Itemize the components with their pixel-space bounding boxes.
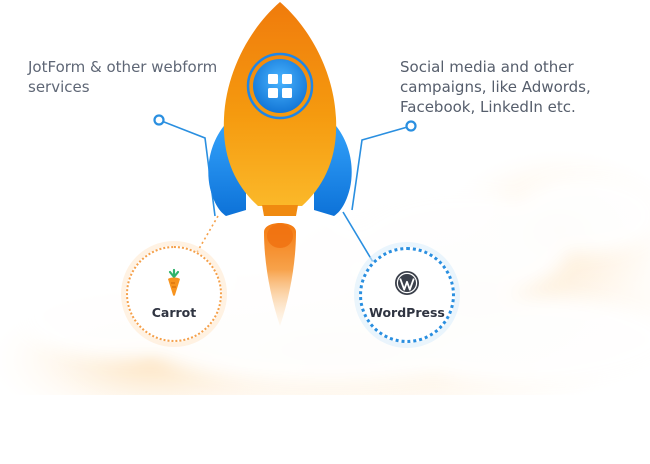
rocket-emblem-ring <box>246 52 314 120</box>
connector-dot-right <box>405 120 417 132</box>
rocket <box>208 2 352 326</box>
social-campaigns-label: Social media and other campaigns, like A… <box>400 58 591 116</box>
rocket-emblem <box>253 59 307 113</box>
carrot-badge: Carrot <box>126 246 222 342</box>
carrot-icon <box>164 268 184 300</box>
rocket-flame <box>264 223 296 326</box>
connector-wordpress <box>342 211 374 263</box>
wordpress-name: WordPress <box>369 305 445 320</box>
connector-carrot <box>195 215 219 255</box>
rocket-nozzle <box>262 205 298 216</box>
connector-left <box>158 119 216 217</box>
carrot-name: Carrot <box>151 305 197 320</box>
connector-right <box>351 125 412 211</box>
wordpress-icon <box>394 270 420 300</box>
wordpress-badge: WordPress <box>359 247 455 343</box>
jotform-label: JotForm & other webform services <box>28 58 218 96</box>
app-grid-icon <box>268 74 292 98</box>
connector-dot-left <box>153 114 165 126</box>
